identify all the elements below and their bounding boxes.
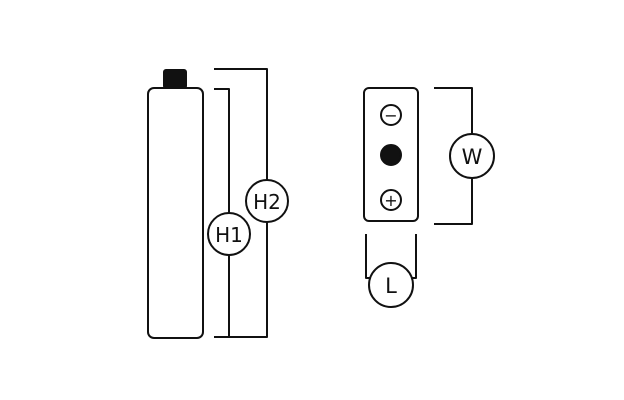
- h1-label: H1: [215, 223, 243, 247]
- negative-terminal-symbol: −: [384, 106, 397, 125]
- h1-label-bubble: [207, 212, 251, 256]
- h2-label: H2: [253, 190, 281, 214]
- w-label-bubble: [449, 133, 495, 179]
- h2-label-bubble: [245, 179, 289, 223]
- center-dot: [380, 144, 402, 166]
- positive-terminal-circle: [380, 189, 402, 211]
- negative-terminal-circle: [380, 104, 402, 126]
- battery-positive-cap: [163, 69, 187, 89]
- battery-body: [147, 87, 204, 339]
- button-cell-group: [363, 87, 495, 308]
- positive-terminal-symbol: +: [384, 191, 397, 210]
- cylindrical-battery-group: [147, 68, 289, 339]
- l-label: L: [385, 274, 397, 298]
- w-label: W: [462, 145, 483, 169]
- l-label-bubble: [368, 262, 414, 308]
